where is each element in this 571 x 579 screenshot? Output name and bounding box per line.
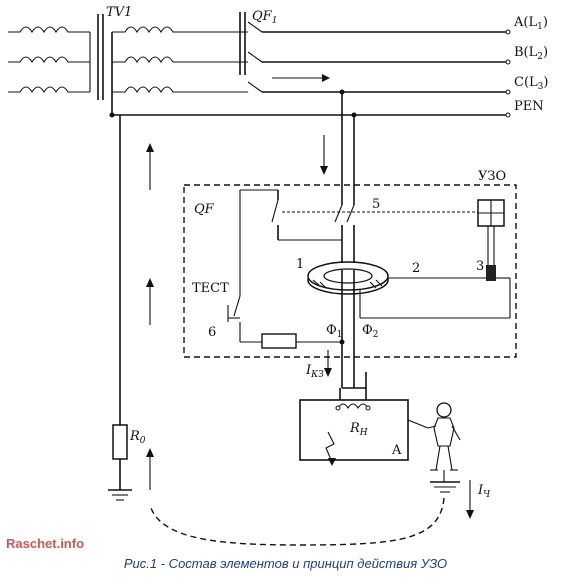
rcd-enclosure [183, 184, 517, 358]
earth-return-path [149, 497, 445, 546]
rcd-label: УЗО [478, 169, 506, 184]
contacts-number: 5 [372, 197, 380, 212]
pen-label: PEN [514, 99, 544, 114]
phase-b-label: B(L2) [514, 45, 548, 62]
leakage-current-label: IЧ [477, 483, 491, 500]
flux-1-label: Ф1 [326, 323, 343, 340]
transformer-core [97, 14, 104, 100]
transformer-label: TV1 [106, 5, 132, 20]
rcd-supply-drops [320, 89, 357, 195]
return-current-arrows [146, 143, 154, 490]
test-number: 6 [208, 325, 216, 340]
flux-2-label: Ф2 [362, 323, 379, 340]
trip-mechanism [477, 199, 505, 281]
person-figure [407, 402, 461, 493]
pen-line [109, 95, 511, 118]
leakage-current-arrow [466, 480, 474, 519]
phase-a-label: A(L1) [513, 15, 548, 32]
secondary-winding-wire [359, 277, 511, 319]
breaker-qf1-label: QF1 [252, 9, 277, 26]
short-circuit-current-label: IКЗ [305, 363, 324, 380]
r0-label: R0 [129, 429, 146, 446]
load-label: A [391, 443, 402, 458]
watermark: Raschet.info [6, 536, 85, 551]
load-resistance-label: RН [349, 421, 368, 438]
rcd-breaker-label: QF [194, 202, 215, 217]
figure-caption: Рис.1 - Состав элементов и принцип дейст… [123, 556, 448, 571]
winding-number: 2 [412, 261, 420, 276]
load-equipment [299, 399, 409, 466]
differential-transformer [307, 261, 389, 295]
test-button-label: ТЕСТ [192, 281, 229, 296]
phase-c-label: C(L3) [514, 75, 548, 92]
main-breaker-qf1 [239, 12, 263, 93]
phase-lines [262, 29, 511, 95]
neutral-ground-conductor [108, 115, 132, 501]
load-conductors [324, 290, 367, 400]
transformer-primary-windings [8, 26, 91, 94]
phase-current-arrow [272, 74, 330, 82]
test-circuit [227, 189, 345, 349]
transformer-number: 1 [296, 257, 304, 272]
transformer-secondary-windings [111, 26, 248, 95]
relay-number: 3 [476, 259, 484, 274]
